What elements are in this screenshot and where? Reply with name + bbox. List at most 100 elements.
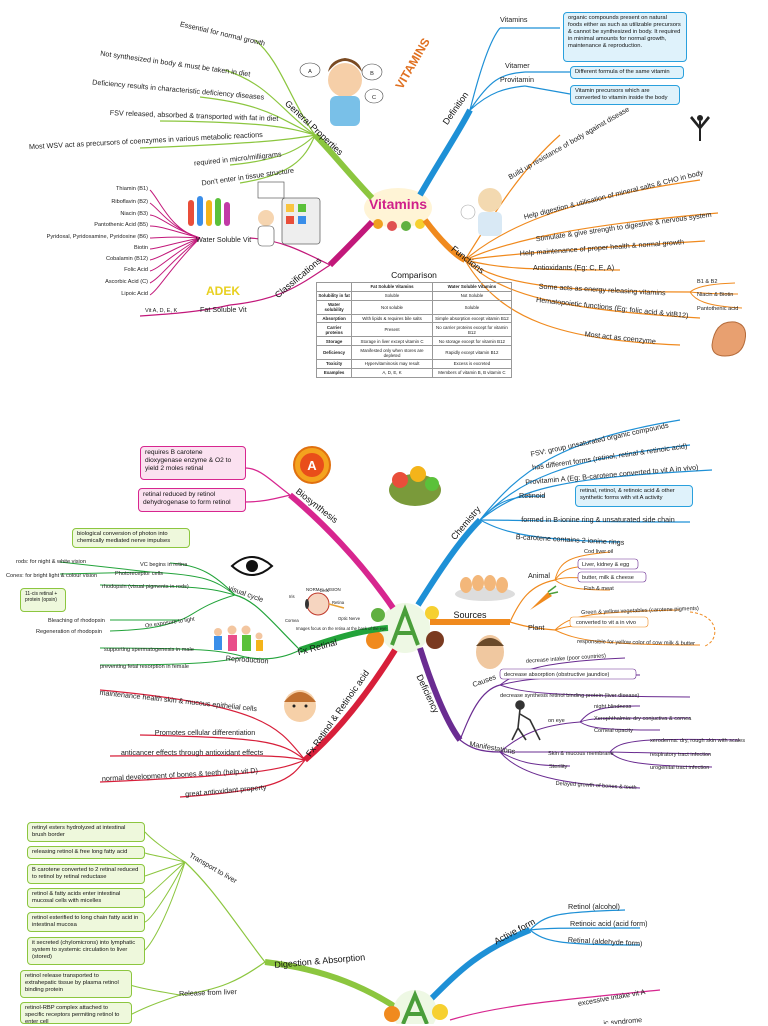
fx-retinol-branch bbox=[99, 648, 398, 798]
general-item: Deficiency results in characteristic def… bbox=[92, 78, 265, 102]
family-illustration bbox=[214, 625, 263, 651]
vitamin-lady-illustration: A B C VITAMINS bbox=[299, 36, 433, 126]
function-item: Hematopoietic functions (Eg: folic acid … bbox=[536, 295, 689, 320]
vitamin-pills-illustration: ADEK bbox=[188, 181, 321, 298]
skin-item: respiratory tract infection bbox=[650, 752, 711, 758]
active-form-item: Retinal (aldehyde form) bbox=[568, 935, 643, 948]
active-form-item: Retinol (alcohol) bbox=[568, 902, 620, 911]
animal-box-liver: Liver, kidney & egg bbox=[577, 558, 639, 570]
svg-text:Cobalamin (B12): Cobalamin (B12) bbox=[106, 256, 148, 262]
svg-text:Pantothenic Acid (B5): Pantothenic Acid (B5) bbox=[94, 222, 148, 228]
animal-item: Cod liver oil bbox=[584, 549, 613, 555]
svg-text:A: A bbox=[307, 458, 317, 473]
svg-text:ADEK: ADEK bbox=[206, 284, 240, 298]
cause-item: decrease synthesis retinol binding prote… bbox=[500, 693, 639, 699]
fx-retinol-item: Promotes cellular differentiation bbox=[155, 728, 256, 737]
skin-label: Skin & mucous membrane bbox=[548, 751, 614, 757]
chemistry-item: Retinoid bbox=[519, 491, 545, 500]
plant-item: responsible for yellow color of cow milk… bbox=[577, 639, 695, 647]
svg-text:converted to vit a in vivo: converted to vit a in vivo bbox=[576, 620, 636, 626]
toxicity-branch bbox=[449, 989, 661, 1021]
vitamin-a-center bbox=[366, 603, 444, 653]
digestion-box: it secreted (chylomicrons) into lymphati… bbox=[27, 937, 145, 965]
digestion-branch bbox=[129, 831, 402, 1016]
svg-text:Riboflavin (B2): Riboflavin (B2) bbox=[111, 199, 148, 205]
eye-item: Corneal opacity bbox=[594, 728, 633, 734]
face-illustration bbox=[476, 635, 504, 669]
carrot-icon bbox=[530, 585, 559, 610]
opsin-box: 11-cis retinal + protein (opsin) bbox=[20, 588, 66, 612]
eye-item: night blindness bbox=[594, 704, 632, 710]
visual-item: rhodopsin (visual pigments in rods) bbox=[102, 584, 189, 590]
biosynthesis-box-1: requires B carotene dioxygenase enzyme &… bbox=[140, 446, 246, 480]
function-item: Help digestion & utilisation of mineral … bbox=[523, 168, 705, 221]
classifications-branch bbox=[139, 189, 375, 317]
release-label: Release from liver bbox=[179, 987, 238, 998]
cause-item: decrease intake (poor countries) bbox=[526, 653, 607, 665]
function-item: Stimulate & give strength to digestive &… bbox=[535, 210, 712, 244]
repro-item: supporting spermatogenesis in male bbox=[104, 647, 194, 653]
svg-text:Retina: Retina bbox=[332, 600, 345, 605]
girl-illustration bbox=[284, 690, 316, 722]
cones-label: Cones: for bright light & colour vision bbox=[6, 573, 97, 579]
visual-item: Regeneration of rhodopsin bbox=[36, 629, 102, 635]
fx-retinol-item: maintenance health skin & mucous epithel… bbox=[99, 688, 258, 714]
sources-animal: Animal bbox=[528, 571, 550, 580]
blind-man-illustration bbox=[511, 700, 541, 741]
fx-retinol-item: great antioxidant property bbox=[185, 782, 267, 798]
visual-cycle-box: biological conversion of photon into che… bbox=[72, 528, 190, 548]
release-box: retinol release transported to extrahepa… bbox=[20, 970, 132, 998]
bottom-item: ...ic syndrome bbox=[597, 1015, 642, 1024]
general-item: Not synthesized in body & must be taken … bbox=[100, 49, 251, 79]
fx-retinol-item: anticancer effects through antioxidant e… bbox=[121, 748, 264, 757]
sterility-label: Sterility bbox=[549, 764, 568, 770]
fx-retinal-label: Fx Retinal bbox=[296, 637, 338, 657]
animal-box-butter: butter, milk & cheese bbox=[577, 571, 647, 583]
table-header bbox=[315, 282, 353, 292]
vitamins-center: Vitamins bbox=[364, 188, 432, 231]
sick-person-illustration bbox=[460, 188, 502, 236]
deficiency-branch bbox=[417, 647, 741, 789]
animal-item: Fish & meat bbox=[584, 586, 614, 592]
plant-item: Green & yellow vegetables (carotene pigm… bbox=[581, 606, 699, 616]
energy-item: Niacin & Biotin bbox=[697, 292, 733, 298]
eye-diagram: NORMAL VISION Iris Lens Retina Cornea Op… bbox=[285, 587, 387, 631]
svg-text:decrease absorption (obstructi: decrease absorption (obstructive jaundic… bbox=[504, 672, 610, 678]
svg-text:Lipoic Acid: Lipoic Acid bbox=[121, 291, 148, 297]
svg-text:butter, milk & cheese: butter, milk & cheese bbox=[582, 575, 634, 581]
digestion-box: retinol esterified to long chain fatty a… bbox=[27, 912, 145, 932]
cause-box: decrease absorption (obstructive jaundic… bbox=[499, 668, 637, 680]
visual-item: VC begins in retina bbox=[140, 562, 188, 568]
function-item: Some acts as energy releasing vitamins bbox=[538, 282, 666, 298]
general-item: FSV released, absorbed & transported wit… bbox=[110, 108, 279, 123]
delayed-growth: Delayed growth of bones & teeth bbox=[555, 781, 636, 791]
tree-icon bbox=[690, 115, 710, 141]
digestion-label: Digestion & Absorption bbox=[274, 952, 366, 970]
svg-text:Biotin: Biotin bbox=[134, 245, 148, 251]
functions-branch bbox=[422, 134, 743, 346]
provitamin-box: Vitamin precursors which are converted t… bbox=[570, 85, 680, 105]
svg-text:Iris: Iris bbox=[289, 594, 295, 599]
svg-text:C: C bbox=[372, 95, 376, 101]
sources-branch bbox=[430, 551, 716, 647]
eggs-illustration bbox=[455, 575, 515, 601]
digestion-box: B carotene converted to 2 retinal reduce… bbox=[27, 864, 145, 884]
comparison-table: Comparison Fat Soluble Vitamins Water So… bbox=[315, 270, 513, 378]
digestion-box: releasing retinol & free long fatty acid bbox=[27, 846, 145, 859]
manifestations-label: Manifestations bbox=[469, 739, 517, 756]
visual-item: Bleaching of rhodopsin bbox=[48, 618, 105, 624]
svg-text:Lens: Lens bbox=[320, 588, 329, 593]
svg-text:Images focus on the retina at: Images focus on the retina at the back o… bbox=[296, 626, 387, 631]
release-box: retinol-RBP complex attached to specific… bbox=[20, 1002, 132, 1025]
table-header: Fat Soluble Vitamins bbox=[351, 282, 433, 292]
general-item: Essential for normal growth bbox=[179, 19, 266, 47]
fat-soluble-items: Vit A, D, E, K bbox=[145, 308, 177, 314]
chemistry-branch bbox=[415, 419, 713, 607]
definition-provitamin: Provitamin bbox=[500, 75, 534, 84]
